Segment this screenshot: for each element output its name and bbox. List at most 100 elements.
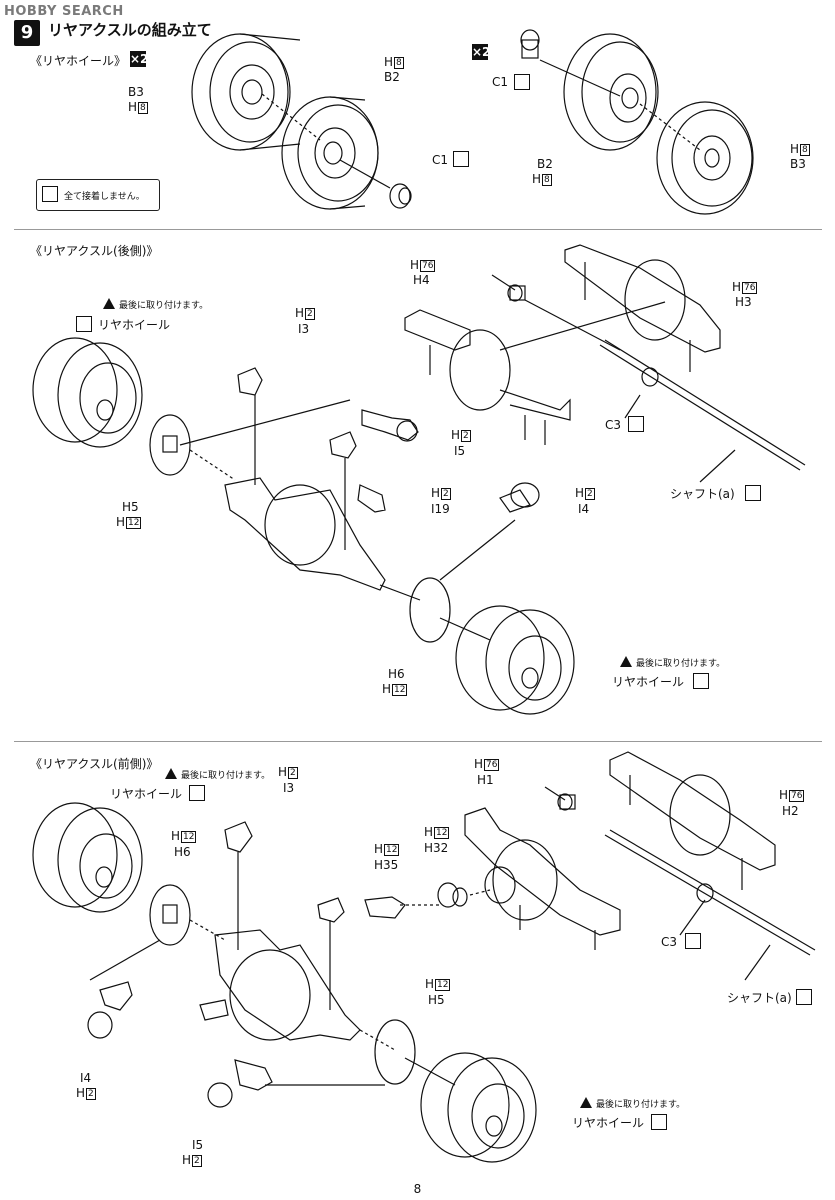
cement-icon-c3-back	[628, 416, 644, 432]
cap-c1-left	[389, 183, 412, 209]
label-c1-right: C1	[492, 75, 509, 89]
runner-letter: H	[410, 258, 420, 272]
runner-number: 2	[305, 308, 315, 320]
runner-letter: H	[790, 142, 800, 156]
warning-front-top: 最後に取り付けます。	[165, 768, 270, 781]
collar-c3-bottom	[557, 793, 576, 811]
runner-letter: H	[451, 428, 461, 442]
watermark: HOBBY SEARCH	[4, 4, 124, 19]
warning-icon	[103, 298, 115, 309]
bracket-i5	[361, 409, 419, 442]
hub-h6	[409, 577, 451, 643]
label-b2-right: B2	[537, 157, 553, 171]
bracket-i3-top	[237, 367, 263, 396]
rear-axle-back-heading: 《リヤアクスル(後側)》	[30, 244, 159, 258]
axle-housing-back	[224, 477, 421, 601]
runner-letter: H	[278, 765, 288, 779]
runner-letter: H	[732, 280, 742, 294]
multiplier-badge-left: ×2	[130, 51, 149, 67]
wheel-b2-right	[563, 33, 659, 151]
hub-h6-front	[149, 884, 191, 946]
rear-axle-front-heading: 《リヤアクスル(前側)》	[30, 757, 159, 771]
cement-icon-shaft-front	[796, 989, 812, 1005]
hub-h5	[149, 414, 191, 476]
runner-letter: H	[425, 977, 435, 991]
warning-text: 最後に取り付けます。	[596, 1100, 686, 1110]
runner-number: 2	[461, 430, 471, 442]
wheel-b2-left	[281, 96, 379, 210]
runner-number: 2	[441, 488, 451, 500]
cap-c1-right	[520, 29, 540, 59]
bracket-i19	[357, 484, 386, 513]
bracket-i4-front	[87, 981, 133, 1039]
page-number: 8	[413, 1182, 422, 1196]
frame-h1	[464, 807, 621, 950]
rear-wheel-label-front-top: リヤホイール	[110, 787, 183, 801]
joint-h35	[364, 896, 440, 919]
runner-letter: H	[384, 55, 394, 69]
runner-number: 12	[434, 827, 450, 839]
cement-icon-shaft-back	[745, 485, 761, 501]
label-i4-front: I4	[80, 1071, 92, 1085]
arrow-line	[491, 274, 516, 291]
runner-number: 76	[484, 759, 500, 771]
label-h6-front: H6	[174, 845, 191, 859]
runner-number: 76	[742, 282, 758, 294]
label-h2: H2	[782, 804, 799, 818]
label-h32: H32	[424, 841, 449, 855]
runner-number: 12	[181, 831, 197, 843]
label-c3-back: C3	[605, 418, 622, 432]
wheel-b3-right	[656, 101, 754, 215]
rear-wheel-label-back-top: リヤホイール	[98, 318, 171, 332]
warning-front-bottom: 最後に取り付けます。	[580, 1097, 685, 1110]
cement-icon-wheel-back-top	[76, 316, 92, 332]
wheel-b3-left	[191, 33, 301, 151]
runner-letter: H	[431, 486, 441, 500]
cement-icon-c3-front	[685, 933, 701, 949]
cement-icon-wheel-front-bottom	[651, 1114, 667, 1130]
label-i5-front: I5	[192, 1138, 204, 1152]
runner-number: 12	[392, 684, 408, 696]
warning-back-top: 最後に取り付けます。	[103, 298, 208, 311]
no-cement-icon	[42, 186, 58, 202]
runner-letter: H	[575, 486, 585, 500]
runner-letter: H	[374, 842, 384, 856]
step-number: 9	[14, 20, 40, 46]
collar-c3-top	[507, 284, 526, 302]
runner-number: 12	[126, 517, 142, 529]
runner-number: 12	[384, 844, 400, 856]
divider-2	[14, 741, 822, 742]
label-h5-front: H5	[428, 993, 445, 1007]
label-shaft-front: シャフト(a)	[727, 991, 792, 1005]
runner-number: 76	[789, 790, 805, 802]
runner-number: 8	[800, 144, 810, 156]
label-b3-left: B3	[128, 85, 144, 99]
label-b2-left: B2	[384, 70, 400, 84]
runner-letter: H	[382, 682, 392, 696]
warning-icon	[580, 1097, 592, 1108]
runner-number: 2	[288, 767, 298, 779]
label-i19: I19	[431, 502, 450, 516]
label-h6-back: H6	[388, 667, 405, 681]
bracket-i3-mid	[329, 431, 357, 459]
rear-wheel-front-left	[32, 802, 143, 913]
rear-wheel-label-front-bottom: リヤホイール	[572, 1116, 645, 1130]
rear-wheel-front-right	[420, 1052, 537, 1163]
label-h4: H4	[413, 273, 430, 287]
